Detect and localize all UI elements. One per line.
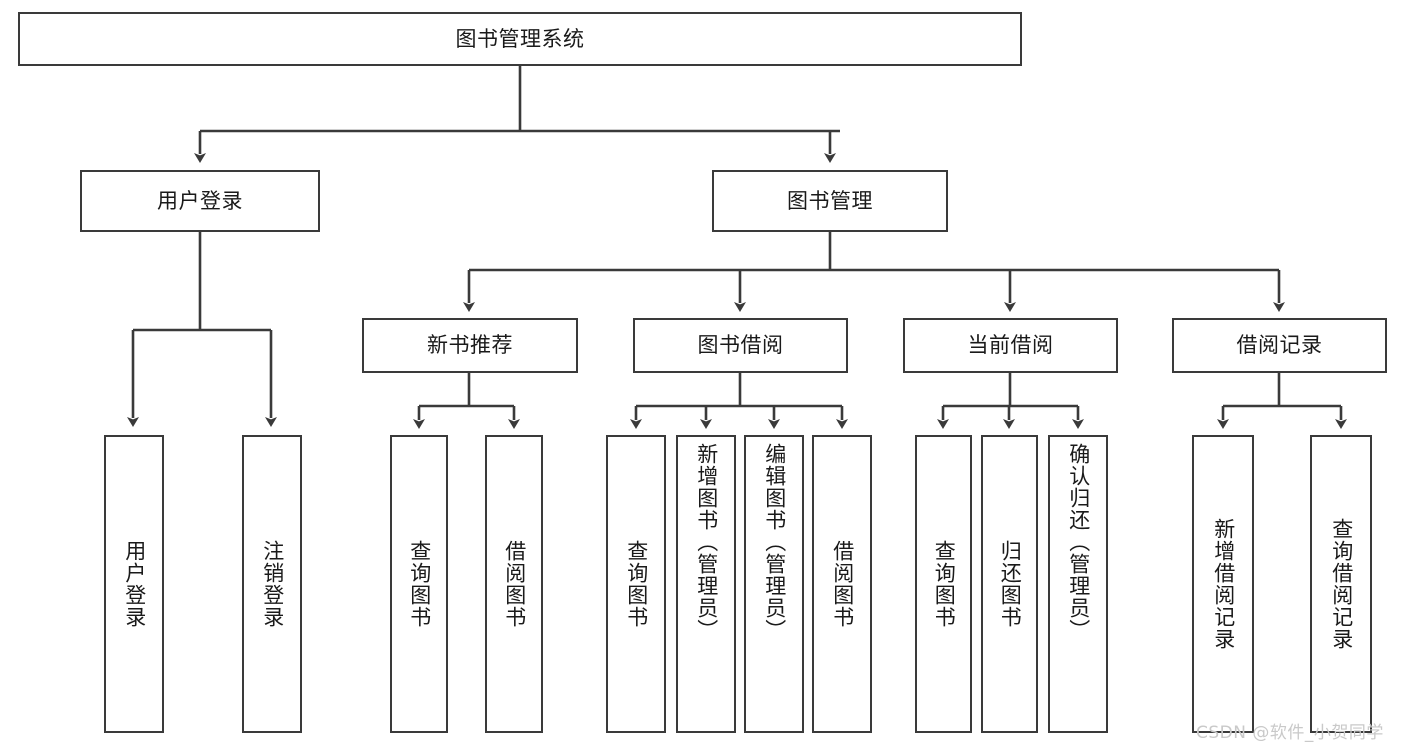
leaf-user-logout[interactable]: 注销登录	[242, 435, 302, 733]
node-current-borrow-label: 当前借阅	[967, 333, 1054, 358]
leaf-label: 查询图书	[624, 540, 649, 628]
leaf-label: 注销登录	[260, 540, 285, 628]
node-root-label: 图书管理系统	[455, 26, 585, 51]
node-new-book-recommend[interactable]: 新书推荐	[362, 318, 578, 373]
leaf-label: 新增图书（管理员）	[694, 443, 719, 641]
leaf-add-borrow-record[interactable]: 新增借阅记录	[1192, 435, 1254, 733]
node-borrow-record-label: 借阅记录	[1236, 333, 1323, 358]
leaf-edit-book-admin[interactable]: 编辑图书（管理员）	[744, 435, 804, 733]
node-user-login[interactable]: 用户登录	[80, 170, 320, 232]
leaf-query-book-recommend[interactable]: 查询图书	[390, 435, 448, 733]
leaf-label: 确认归还（管理员）	[1066, 443, 1091, 641]
node-book-management[interactable]: 图书管理	[712, 170, 948, 232]
leaf-label: 归还图书	[998, 540, 1023, 628]
node-book-management-label: 图书管理	[787, 188, 873, 213]
leaf-borrow-book[interactable]: 借阅图书	[812, 435, 872, 733]
leaf-label: 用户登录	[122, 540, 147, 628]
node-current-borrow[interactable]: 当前借阅	[903, 318, 1118, 373]
leaf-label: 借阅图书	[830, 540, 855, 628]
node-book-borrow[interactable]: 图书借阅	[633, 318, 848, 373]
leaf-label: 编辑图书（管理员）	[762, 443, 787, 641]
leaf-confirm-return-admin[interactable]: 确认归还（管理员）	[1048, 435, 1108, 733]
leaf-label: 查询借阅记录	[1329, 518, 1354, 650]
leaf-query-book-borrow[interactable]: 查询图书	[606, 435, 666, 733]
node-new-book-recommend-label: 新书推荐	[427, 333, 513, 358]
leaf-user-login[interactable]: 用户登录	[104, 435, 164, 733]
leaf-label: 新增借阅记录	[1211, 518, 1236, 650]
leaf-label: 查询图书	[932, 540, 957, 628]
watermark: CSDN @软件_小贺同学	[1196, 723, 1384, 743]
node-root[interactable]: 图书管理系统	[18, 12, 1022, 66]
node-borrow-record[interactable]: 借阅记录	[1172, 318, 1387, 373]
leaf-return-book[interactable]: 归还图书	[981, 435, 1038, 733]
leaf-query-borrow-record[interactable]: 查询借阅记录	[1310, 435, 1372, 733]
node-book-borrow-label: 图书借阅	[697, 333, 784, 358]
node-user-login-label: 用户登录	[157, 188, 243, 213]
leaf-query-book-current[interactable]: 查询图书	[915, 435, 972, 733]
leaf-label: 借阅图书	[502, 540, 527, 628]
leaf-add-book-admin[interactable]: 新增图书（管理员）	[676, 435, 736, 733]
leaf-label: 查询图书	[407, 540, 432, 628]
leaf-borrow-book-recommend[interactable]: 借阅图书	[485, 435, 543, 733]
